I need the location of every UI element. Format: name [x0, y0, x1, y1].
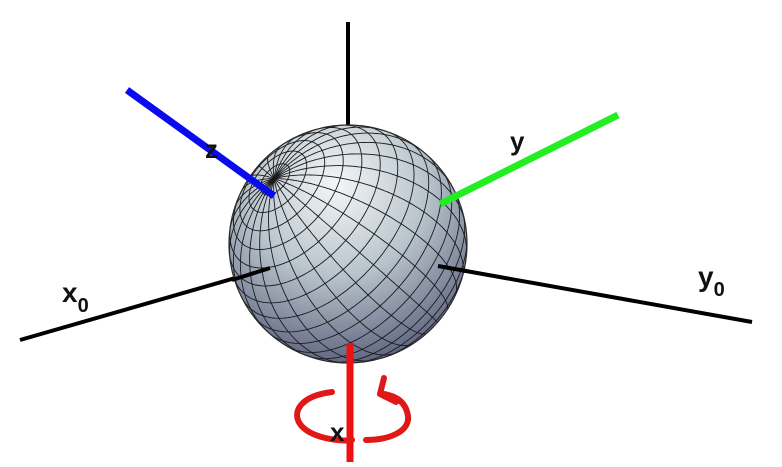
rotation-arrow-icon — [294, 375, 412, 444]
mesh-longitude-line — [233, 178, 275, 209]
x0-axis — [19, 266, 271, 342]
y0-axis-label-main: y — [698, 261, 714, 292]
mesh-longitude-line — [239, 178, 275, 334]
mesh-longitude-line — [268, 178, 376, 362]
mesh-longitude-line — [259, 178, 348, 363]
mesh-longitude-line — [273, 178, 427, 335]
mesh-longitude-line — [273, 178, 438, 323]
mesh-longitude-line — [274, 165, 467, 256]
mesh-longitude-line — [272, 145, 282, 179]
x-axis-label: x — [330, 417, 345, 447]
mesh-longitude-line — [274, 178, 458, 297]
mesh-longitude-line — [249, 178, 310, 357]
mesh-longitude-line — [273, 178, 414, 347]
y-axis — [438, 111, 620, 208]
x0-axis-label: x0 — [62, 277, 89, 317]
y0-axis-label-sub: 0 — [714, 279, 725, 301]
y0-axis — [437, 264, 753, 324]
mesh-longitude-line — [273, 128, 319, 179]
mesh-latitude-line — [229, 126, 363, 269]
fixed-axes — [19, 22, 753, 342]
mesh-longitude-line — [267, 154, 275, 179]
mesh-longitude-line — [273, 178, 397, 356]
y-axis-label: y — [510, 126, 525, 156]
z-axis-label: z — [205, 134, 218, 164]
y0-axis-label: y0 — [698, 261, 725, 301]
mesh-longitude-line — [273, 126, 385, 179]
mesh-longitude-line — [274, 174, 464, 278]
mesh-longitude-line — [273, 125, 347, 179]
z-axis — [124, 87, 277, 199]
x0-axis-front — [231, 266, 271, 282]
mesh-longitude-line — [274, 178, 449, 311]
mesh-longitude-line — [273, 132, 425, 179]
mesh-longitude-line — [273, 141, 454, 189]
x0-axis-label-main: x — [62, 277, 78, 308]
y0-axis-front — [437, 264, 467, 273]
sphere — [228, 124, 468, 364]
mesh-longitude-line — [258, 165, 275, 179]
mesh-longitude-line — [273, 135, 299, 179]
x0-axis-label-sub: 0 — [78, 295, 89, 317]
